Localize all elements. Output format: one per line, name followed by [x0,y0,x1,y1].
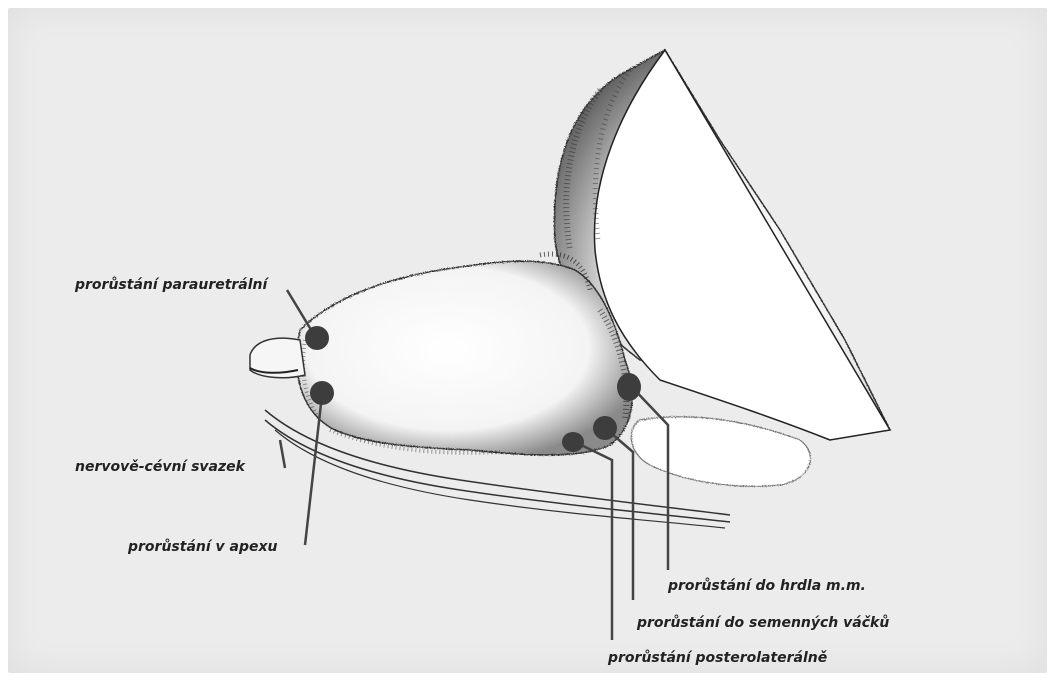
lesion-seminal-vesicles [593,416,617,440]
lesion-paraurethral [305,326,329,350]
prostate-body [297,254,632,455]
lesion-bladder-neck [617,373,641,401]
label-paraurethral: prorůstání parauretrální [74,276,270,293]
label-apex: prorůstání v apexu [127,538,278,555]
label-seminal-vesicles: prorůstání do semenných váčků [636,614,889,631]
label-neurovascular: nervově-cévní svazek [75,459,247,475]
seminal-vesicle [631,417,810,487]
lesion-apex [310,381,334,405]
label-posterolateral: prorůstání posterolaterálně [607,649,827,666]
lesion-posterolateral [562,432,584,452]
label-bladder-neck: prorůstání do hrdla m.m. [667,577,866,594]
urethra-tip [250,338,305,378]
